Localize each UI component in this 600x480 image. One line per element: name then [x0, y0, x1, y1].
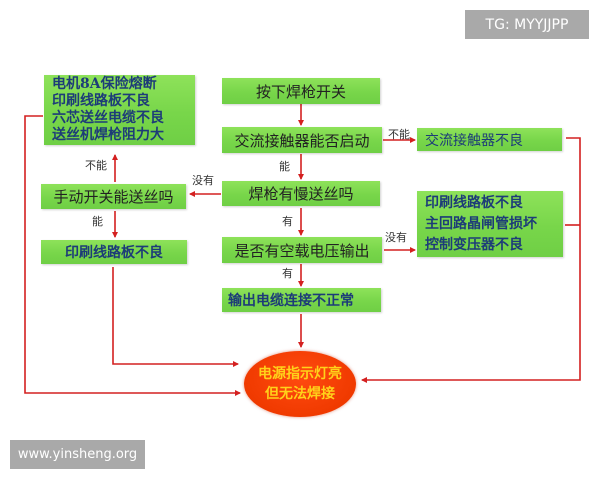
- node-pcb-bad-left-label: 印刷线路板不良: [65, 245, 163, 261]
- terminal-line-1: 电源指示灯亮: [258, 366, 342, 382]
- watermark-tg: TG: MYYJJPP: [465, 10, 589, 39]
- label-contactor-yes: 能: [279, 160, 290, 173]
- node-power-causes: 印刷线路板不良 主回路晶闸管损坏 控制变压器不良: [417, 191, 563, 257]
- arrow-feed-causes-to-terminal: [24, 115, 241, 396]
- arrow-right-loop-to-terminal: [361, 137, 581, 383]
- feed-cause-1: 电机8A保险熔断: [52, 76, 157, 92]
- label-contactor-no: 不能: [388, 128, 410, 141]
- node-contactor-check: 交流接触器能否启动: [222, 127, 382, 153]
- node-contactor-bad: 交流接触器不良: [417, 128, 562, 151]
- label-manual-no: 不能: [85, 159, 107, 172]
- node-slow-feed-check-label: 焊枪有慢送丝吗: [248, 185, 354, 203]
- node-pcb-bad-left: 印刷线路板不良: [41, 240, 187, 264]
- label-voltage-yes: 有: [282, 267, 293, 280]
- node-cable-bad: 输出电缆连接不正常: [222, 288, 381, 312]
- label-voltage-no: 没有: [385, 231, 407, 244]
- node-feed-causes: 电机8A保险熔断 印刷线路板不良 六芯送丝电缆不良 送丝机焊枪阻力大: [44, 75, 195, 145]
- node-no-load-voltage-check-label: 是否有空载电压输出: [234, 241, 370, 260]
- feed-cause-2: 印刷线路板不良: [52, 93, 150, 109]
- node-cable-bad-label: 输出电缆连接不正常: [228, 293, 354, 309]
- node-start: 按下焊枪开关: [222, 78, 380, 104]
- watermark-tg-text: TG: MYYJJPP: [485, 16, 569, 33]
- label-slowfeed-yes: 有: [282, 215, 293, 228]
- node-contactor-check-label: 交流接触器能否启动: [234, 131, 370, 150]
- node-no-load-voltage-check: 是否有空载电压输出: [222, 237, 382, 263]
- watermark-website: www.yinsheng.org: [10, 440, 145, 469]
- power-cause-3: 控制变压器不良: [425, 236, 523, 253]
- label-slowfeed-no: 没有: [192, 174, 214, 187]
- label-manual-yes: 能: [92, 215, 103, 228]
- feed-cause-4: 送丝机焊枪阻力大: [52, 127, 164, 143]
- power-cause-1: 印刷线路板不良: [425, 194, 523, 211]
- node-contactor-bad-label: 交流接触器不良: [425, 132, 523, 149]
- node-start-label: 按下焊枪开关: [255, 82, 346, 101]
- node-manual-switch-check-label: 手动开关能送丝吗: [53, 188, 174, 206]
- terminal-line-2: 但无法焊接: [265, 386, 335, 402]
- node-terminal-symptom: 电源指示灯亮 但无法焊接: [244, 351, 356, 417]
- feed-cause-3: 六芯送丝电缆不良: [52, 110, 164, 126]
- watermark-website-text: www.yinsheng.org: [17, 447, 138, 462]
- node-manual-switch-check: 手动开关能送丝吗: [41, 184, 186, 209]
- node-slow-feed-check: 焊枪有慢送丝吗: [222, 181, 380, 206]
- arrow-pcb-left-to-terminal: [112, 267, 239, 367]
- power-cause-2: 主回路晶闸管损坏: [425, 215, 537, 232]
